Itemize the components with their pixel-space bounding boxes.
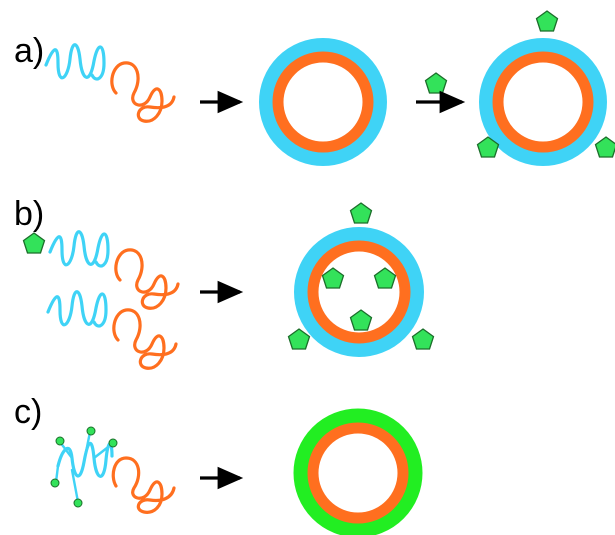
copolymer-chain-icon (48, 230, 180, 310)
ligand-icon (411, 328, 435, 350)
green-vesicle-icon (293, 408, 423, 535)
ligand-icon (287, 328, 311, 350)
ligand-icon (349, 309, 373, 331)
panel-b: b) (14, 195, 435, 370)
vesicle-icon (259, 38, 387, 166)
panel-b-label: b) (14, 195, 44, 233)
panel-c: c) (14, 393, 423, 535)
copolymer-chain-icon (44, 43, 176, 123)
functionalized-vesicle-icon (476, 10, 615, 166)
ligand-icon (22, 232, 46, 254)
copolymer-chain-icon (46, 290, 178, 370)
functionalized-copolymer-icon (50, 426, 176, 514)
free-ligand-icon (424, 72, 448, 94)
ligand-icon (535, 10, 559, 32)
ligand-icon (321, 267, 345, 289)
panel-a: a) (14, 10, 615, 166)
functionalized-vesicle-icon (287, 202, 435, 357)
ligand-icon (594, 136, 615, 158)
ligand-icon (373, 267, 397, 289)
ligand-icon (349, 202, 373, 224)
panel-c-label: c) (14, 393, 42, 431)
panel-a-label: a) (14, 32, 44, 70)
